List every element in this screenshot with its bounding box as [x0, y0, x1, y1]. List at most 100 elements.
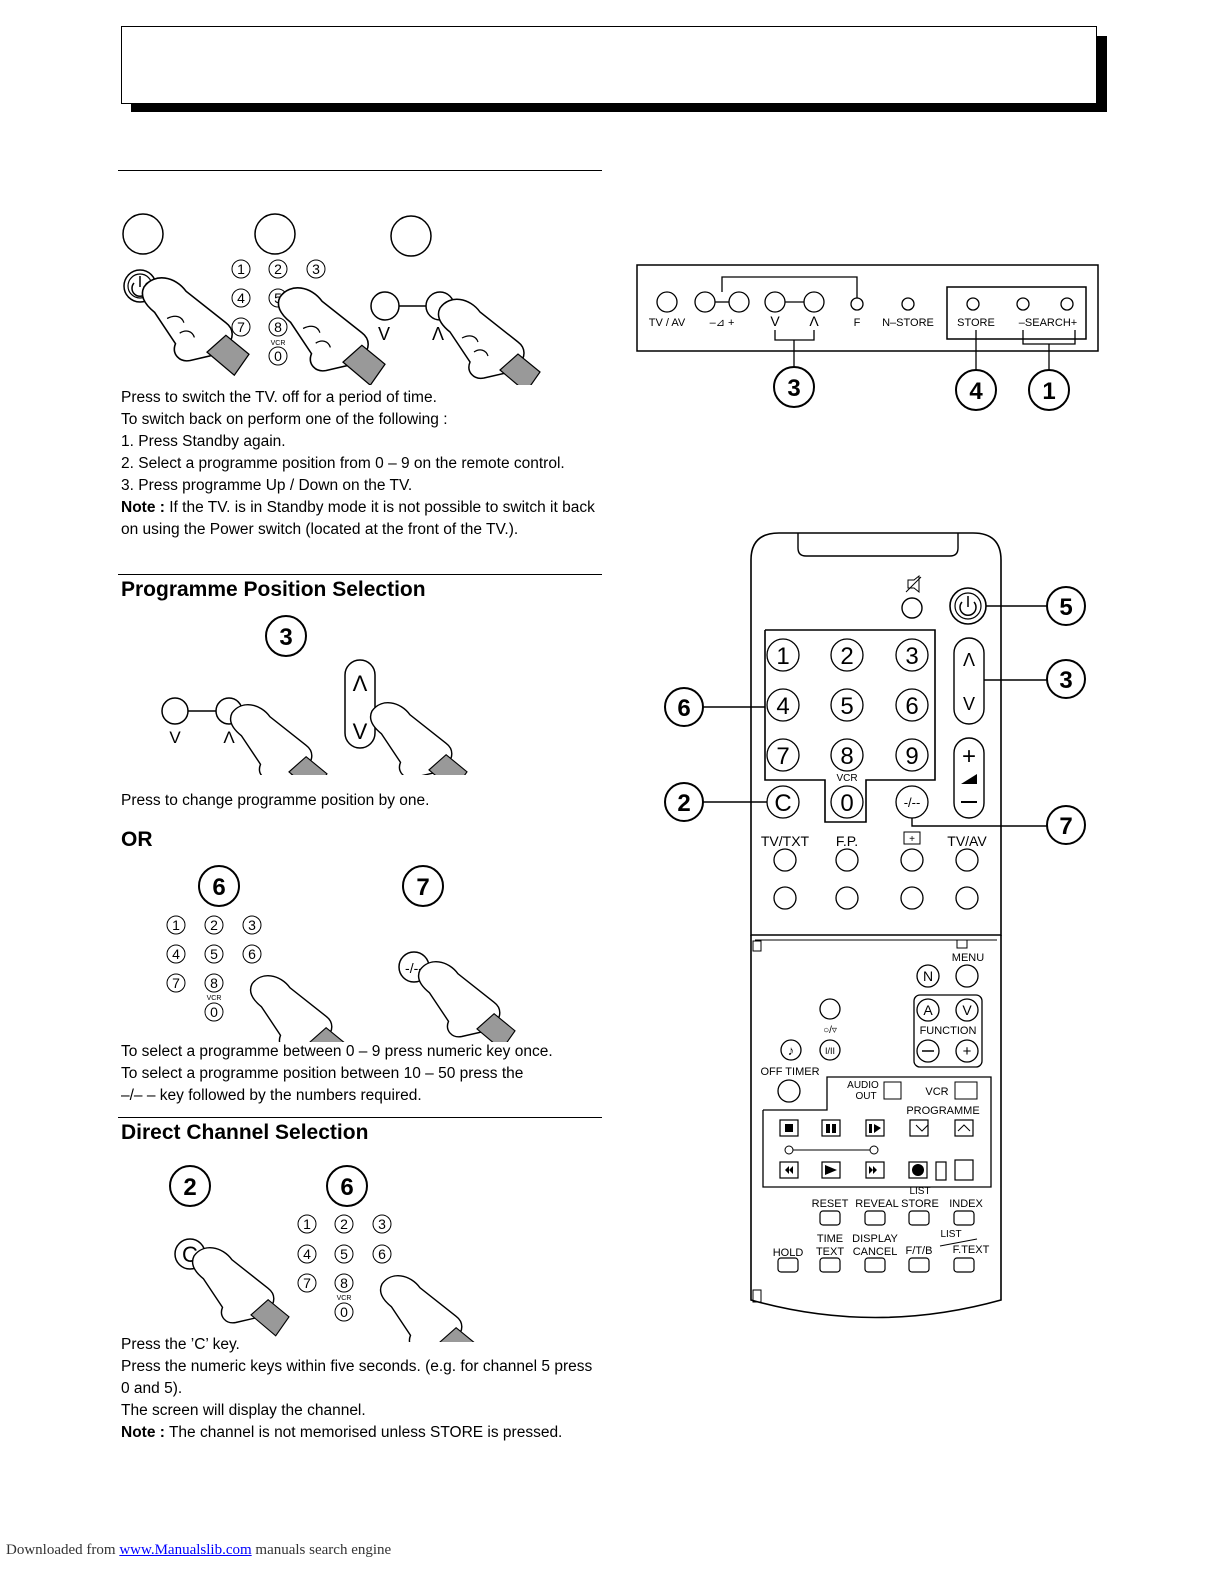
svg-text:5: 5: [274, 290, 282, 306]
svg-text:6: 6: [677, 695, 690, 722]
direct-heading: Direct Channel Selection: [121, 1121, 369, 1144]
svg-text:V: V: [169, 728, 181, 747]
svg-text:C: C: [774, 790, 791, 817]
svg-text:8: 8: [210, 975, 218, 991]
footer-suffix: manuals search engine: [251, 1542, 392, 1558]
svg-text:2: 2: [340, 1216, 348, 1232]
svg-text:VCR: VCR: [271, 340, 286, 347]
svg-text:+: +: [962, 743, 976, 770]
svg-text:7: 7: [172, 975, 180, 991]
svg-text:5: 5: [1059, 594, 1072, 621]
svg-text:V: V: [770, 313, 780, 329]
svg-text:0: 0: [274, 348, 282, 364]
svg-text:TV/TXT: TV/TXT: [761, 833, 810, 849]
svg-text:5: 5: [840, 693, 853, 720]
svg-text:6: 6: [905, 693, 918, 720]
svg-text:LIST: LIST: [940, 1229, 961, 1240]
svg-text:♪: ♪: [788, 1043, 795, 1058]
svg-text:VCR: VCR: [836, 773, 857, 784]
svg-text:7: 7: [416, 874, 429, 901]
svg-text:3: 3: [787, 375, 800, 402]
svg-text:5: 5: [340, 1246, 348, 1262]
standby-line: 1. Press Standby again.: [121, 433, 286, 450]
svg-text:7: 7: [303, 1275, 311, 1291]
svg-text:6: 6: [340, 1174, 353, 1201]
svg-text:8: 8: [274, 319, 282, 335]
svg-text:2: 2: [210, 917, 218, 933]
svg-text:9: 9: [905, 743, 918, 770]
svg-text:CANCEL: CANCEL: [853, 1246, 898, 1258]
svg-text:VCR: VCR: [337, 1295, 352, 1302]
svg-text:–⊿ +: –⊿ +: [710, 317, 735, 329]
svg-text:OFF TIMER: OFF TIMER: [760, 1066, 819, 1078]
footer: Downloaded from www.Manualslib.com manua…: [6, 1542, 391, 1559]
svg-text:3: 3: [1059, 667, 1072, 694]
footer-prefix: Downloaded from: [6, 1542, 120, 1558]
section-rule: [118, 170, 602, 171]
svg-text:Λ: Λ: [223, 728, 235, 747]
svg-text:0: 0: [340, 1304, 348, 1320]
svg-text:6: 6: [378, 1246, 386, 1262]
svg-text:F.TEXT: F.TEXT: [953, 1244, 990, 1256]
svg-text:AUDIO: AUDIO: [847, 1080, 879, 1091]
svg-text:OUT: OUT: [855, 1091, 876, 1102]
numeric-text: To select a programme between 0 – 9 pres…: [121, 1041, 596, 1107]
svg-text:TV / AV: TV / AV: [649, 317, 686, 329]
standby-line: 2. Select a programme position from 0 – …: [121, 455, 565, 472]
svg-text:0: 0: [840, 790, 853, 817]
standby-note: Note : If the TV. is in Standby mode it …: [121, 497, 596, 541]
header-box: [121, 26, 1097, 104]
standby-line: To switch back on perform one of the fol…: [121, 411, 448, 428]
svg-text:F.P.: F.P.: [836, 833, 858, 849]
svg-text:TV/AV: TV/AV: [947, 833, 987, 849]
svg-text:5: 5: [210, 946, 218, 962]
svg-text:2: 2: [677, 790, 690, 817]
direct-line: Press the numeric keys within five secon…: [121, 1358, 593, 1397]
svg-text:TIME: TIME: [817, 1233, 843, 1245]
svg-text:3: 3: [378, 1216, 386, 1232]
numeric-line: To select a programme position between 1…: [121, 1065, 524, 1082]
svg-text:Λ: Λ: [963, 650, 975, 670]
svg-text:2: 2: [274, 261, 282, 277]
svg-text:INDEX: INDEX: [949, 1198, 983, 1210]
standby-line: 3. Press programme Up / Down on the TV.: [121, 477, 413, 494]
numeric-illustration: 6 7 1 2 3 4 5 6 7 8 VCR 0 -/--: [166, 865, 516, 1042]
svg-text:F: F: [854, 317, 861, 329]
callout-3: 3: [279, 624, 292, 651]
numeric-line: To select a programme between 0 – 9 pres…: [121, 1043, 553, 1060]
svg-text:1: 1: [1042, 378, 1055, 405]
svg-text:I/II: I/II: [825, 1046, 835, 1056]
svg-text:DISPLAY: DISPLAY: [852, 1233, 898, 1245]
svg-text:Λ: Λ: [809, 313, 819, 329]
direct-line: Press the ’C’ key.: [121, 1336, 240, 1353]
standby-illustration: 1 2 3 4 5 7 8 VCR 0 V Λ: [122, 213, 541, 385]
or-label: OR: [121, 828, 153, 851]
svg-text:2: 2: [183, 1174, 196, 1201]
front-panel: TV / AV –⊿ + V Λ F N–STORE STORE –SEARCH…: [636, 264, 1099, 411]
svg-text:0: 0: [210, 1004, 218, 1020]
svg-text:V: V: [378, 324, 390, 344]
svg-text:4: 4: [969, 378, 983, 405]
svg-text:○/▿: ○/▿: [823, 1025, 837, 1036]
manualslib-link[interactable]: www.Manualslib.com: [119, 1542, 252, 1558]
svg-text:4: 4: [776, 693, 789, 720]
svg-text:V: V: [353, 719, 368, 744]
svg-text:V: V: [963, 694, 975, 714]
programme-text: Press to change programme position by on…: [121, 792, 430, 809]
svg-text:REVEAL: REVEAL: [855, 1198, 898, 1210]
svg-text:8: 8: [840, 743, 853, 770]
section-rule: [118, 1117, 602, 1118]
key-1: 1: [237, 261, 245, 277]
numeric-line: –/– – key followed by the numbers requir…: [121, 1087, 422, 1104]
svg-text:RESET: RESET: [812, 1198, 849, 1210]
svg-text:STORE: STORE: [901, 1198, 939, 1210]
svg-text:F/T/B: F/T/B: [906, 1245, 933, 1257]
svg-text:Λ: Λ: [432, 324, 444, 344]
svg-text:1: 1: [776, 643, 789, 670]
svg-text:MENU: MENU: [952, 952, 984, 964]
svg-text:Λ: Λ: [353, 671, 368, 696]
svg-text:+: +: [963, 1043, 972, 1060]
svg-text:7: 7: [237, 319, 245, 335]
note-label: Note :: [121, 499, 165, 516]
section-rule: [118, 574, 602, 575]
